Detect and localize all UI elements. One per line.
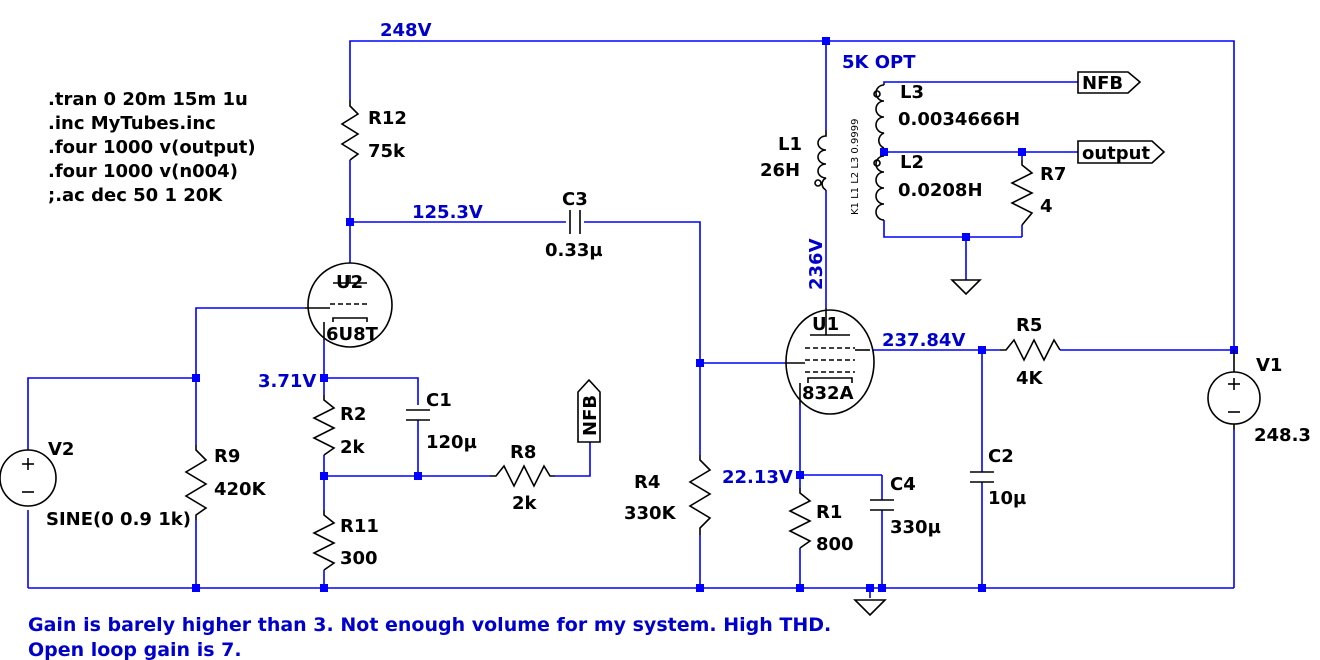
r8-resistor[interactable] — [490, 464, 555, 488]
v2-source[interactable] — [0, 449, 57, 507]
u1-value: 832A — [802, 383, 854, 404]
c1-ref: C1 — [426, 390, 452, 411]
r12-resistor[interactable] — [340, 100, 360, 161]
u2-tube[interactable] — [305, 262, 393, 348]
l3-phase-dot — [873, 90, 881, 98]
output-flag — [1077, 140, 1166, 164]
r1-ref: R1 — [816, 502, 842, 523]
nfb-top-flag — [1077, 71, 1142, 94]
r1-resistor[interactable] — [788, 488, 812, 549]
r11-ref: R11 — [340, 516, 379, 537]
transformer-title: 5K OPT — [842, 52, 916, 73]
r2-value: 2k — [340, 437, 366, 458]
r4-ref: R4 — [634, 472, 660, 493]
r5-ref: R5 — [1016, 315, 1042, 336]
v2-ref: V2 — [48, 439, 74, 460]
nfb-mid-flag — [577, 378, 601, 443]
ground-symbol-secondary — [950, 279, 982, 296]
r8-value: 2k — [512, 493, 538, 514]
c3-value: 0.33µ — [545, 240, 603, 261]
r8-ref: R8 — [510, 442, 536, 463]
node-voltage-supply: 248V — [380, 20, 432, 41]
directive-four-output: .four 1000 v(output) — [48, 137, 256, 158]
r9-value: 420K — [214, 479, 267, 500]
v1-value: 248.3 — [1254, 425, 1311, 446]
directive-tran: .tran 0 20m 15m 1u — [48, 89, 248, 110]
ground-symbol-main — [853, 599, 887, 617]
u1-ref: U1 — [812, 314, 839, 335]
net-label-nfb-top: NFB — [1082, 73, 1123, 94]
c3-ref: C3 — [562, 189, 588, 210]
r2-ref: R2 — [340, 404, 366, 425]
note-line-1: Gain is barely higher than 3. Not enough… — [28, 614, 831, 636]
node-voltage-u1-plate: 236V — [806, 238, 827, 290]
u1-tube[interactable] — [785, 308, 875, 415]
r12-value: 75k — [368, 141, 406, 162]
r12-ref: R12 — [368, 108, 407, 129]
r2-resistor[interactable] — [312, 395, 336, 456]
l1-value: 26H — [760, 160, 800, 181]
r11-resistor[interactable] — [312, 510, 336, 571]
junctions — [192, 37, 1238, 592]
net-label-nfb-mid: NFB — [580, 395, 601, 436]
l2-inductor[interactable] — [875, 155, 885, 221]
directive-four-n004: .four 1000 v(n004) — [48, 161, 238, 182]
r7-resistor[interactable] — [1010, 160, 1034, 226]
l2-ref: L2 — [900, 152, 924, 173]
c2-value: 10µ — [988, 488, 1026, 509]
l3-ref: L3 — [900, 82, 924, 103]
c2-ref: C2 — [988, 446, 1014, 467]
c4-capacitor[interactable] — [870, 499, 894, 511]
r9-ref: R9 — [214, 446, 240, 467]
r4-resistor[interactable] — [688, 455, 712, 535]
u2-value: 6U8T — [326, 324, 379, 345]
l2-phase-dot — [873, 159, 881, 167]
c3-capacitor[interactable] — [569, 210, 581, 234]
directive-inc: .inc MyTubes.inc — [48, 113, 216, 134]
r5-value: 4K — [1016, 368, 1044, 389]
v1-ref: V1 — [1256, 355, 1282, 376]
l2-value: 0.0208H — [898, 180, 983, 201]
l1-inductor[interactable] — [817, 130, 827, 191]
r1-value: 800 — [816, 534, 854, 555]
spice-directives: .tran 0 20m 15m 1u .inc MyTubes.inc .fou… — [48, 89, 256, 206]
net-label-output: output — [1082, 143, 1150, 164]
v2-value: SINE(0 0.9 1k) — [46, 509, 191, 530]
coupling-directive: K1 L1 L2 L3 0.9999 — [850, 119, 861, 215]
r11-value: 300 — [340, 548, 378, 569]
r7-ref: R7 — [1040, 164, 1066, 185]
l1-phase-dot — [814, 179, 822, 187]
c4-ref: C4 — [890, 474, 916, 495]
note-line-2: Open loop gain is 7. — [28, 639, 242, 660]
node-voltage-u1-screen: 237.84V — [882, 330, 965, 351]
node-voltage-u2-cathode: 3.71V — [258, 371, 316, 392]
l1-ref: L1 — [778, 134, 802, 155]
r4-value: 330K — [624, 503, 677, 524]
l3-value: 0.0034666H — [898, 109, 1020, 130]
r7-value: 4 — [1040, 196, 1053, 217]
r9-resistor[interactable] — [184, 445, 208, 520]
r5-resistor[interactable] — [1000, 338, 1061, 362]
directive-ac: ;.ac dec 50 1 20K — [48, 185, 223, 206]
node-voltage-u1-cathode: 22.13V — [722, 467, 793, 488]
c2-capacitor[interactable] — [970, 471, 994, 483]
node-voltage-u2-plate: 125.3V — [412, 202, 483, 223]
c4-value: 330µ — [890, 517, 941, 538]
c1-capacitor[interactable] — [406, 409, 430, 421]
u2-ref: U2 — [336, 272, 363, 293]
c1-value: 120µ — [426, 432, 477, 453]
v1-source[interactable] — [1207, 350, 1261, 430]
